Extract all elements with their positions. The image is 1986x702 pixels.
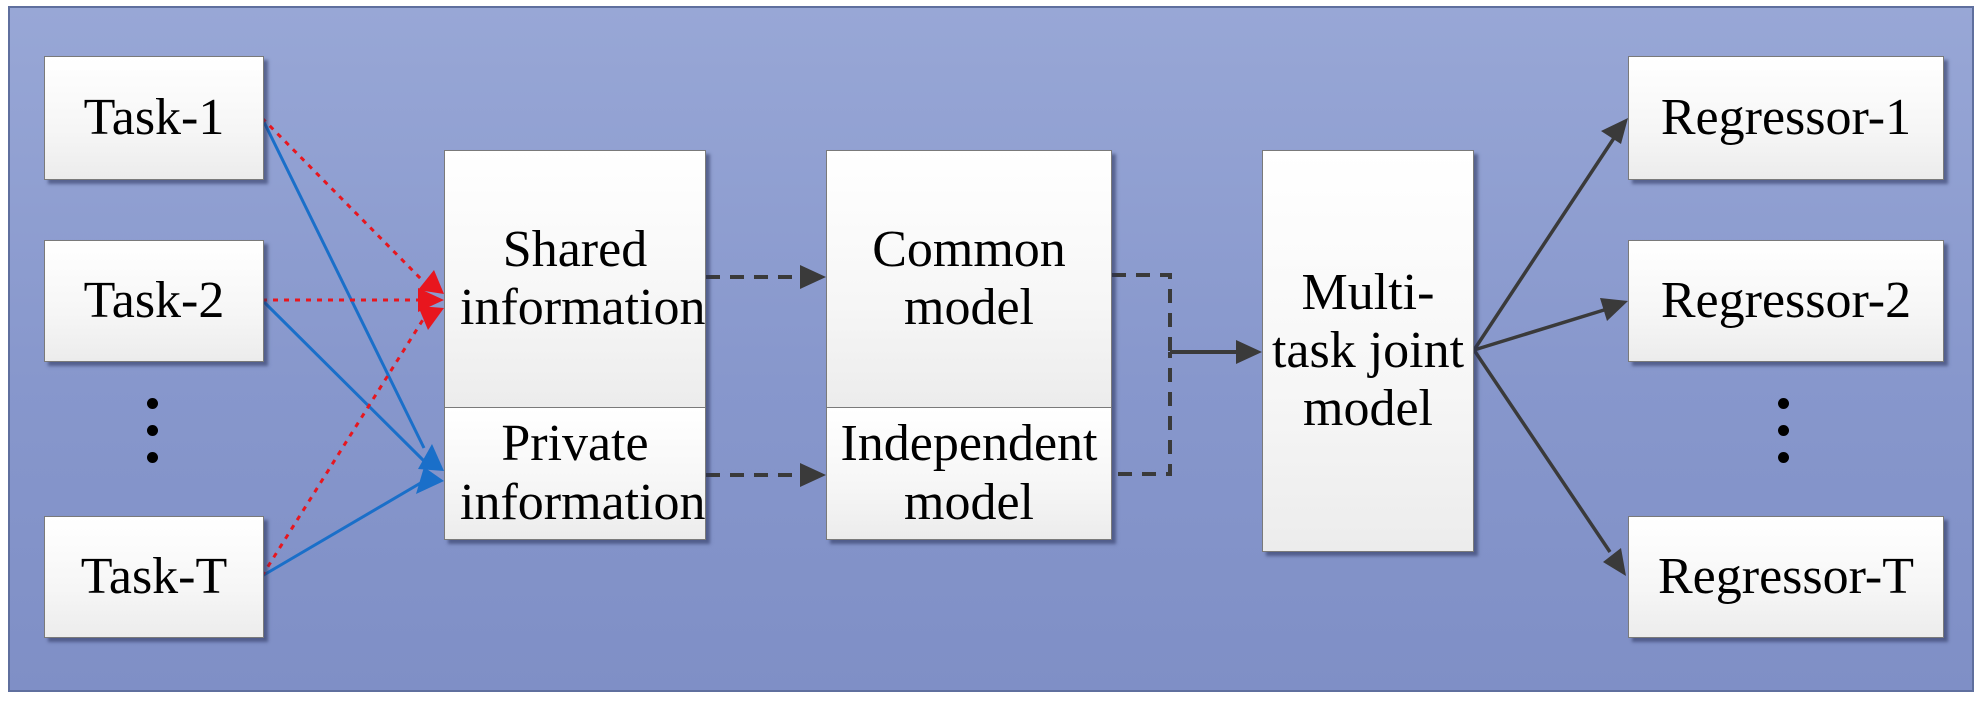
task-2-label: Task-2 [83, 271, 225, 329]
common-model-label: Common model [872, 220, 1066, 336]
independent-to-joint-link [1118, 352, 1172, 476]
joint-to-regressor1-link [1472, 137, 1616, 351]
independent-model-section: Independent model [827, 407, 1111, 539]
task-1-box: Task-1 [44, 56, 264, 180]
task1-shared-link [260, 116, 426, 284]
regressor-2-box: Regressor-2 [1628, 240, 1944, 362]
regressors-ellipsis [1776, 398, 1790, 463]
model-box: Common model Independent model [826, 150, 1112, 540]
regressor1-arrowhead [1601, 118, 1628, 144]
independent-arrowhead [800, 463, 826, 487]
task1-private-link [260, 117, 426, 449]
joint-arrowhead [1236, 340, 1262, 364]
task-1-label: Task-1 [83, 88, 225, 146]
joint-to-regressor2-link [1473, 308, 1605, 352]
regressor-1-label: Regressor-1 [1660, 88, 1912, 146]
private-information-section: Private information [445, 407, 706, 539]
taskT-shared-link [260, 317, 426, 577]
shared-arrowhead-2 [418, 288, 444, 312]
shared-arrowhead-1 [418, 270, 444, 294]
task-2-box: Task-2 [44, 240, 264, 362]
multi-task-joint-model-box: Multi-task joint model [1262, 150, 1474, 552]
independent-model-label: Independent model [840, 415, 1098, 531]
tasks-ellipsis [145, 398, 159, 463]
shared-arrowhead-3 [418, 306, 444, 330]
private-arrowhead-1 [418, 444, 444, 471]
regressorT-arrowhead [1603, 548, 1626, 576]
task2-private-link [260, 298, 426, 463]
regressor-2-label: Regressor-2 [1660, 271, 1912, 329]
joint-to-regressorT-link [1472, 349, 1612, 553]
shared-information-label: Shared information [460, 220, 706, 336]
information-box: Shared information Private information [444, 150, 706, 540]
common-to-joint-link [1112, 273, 1172, 352]
task-T-label: Task-T [80, 547, 228, 605]
common-arrowhead [800, 265, 826, 289]
shared-information-section: Shared information [445, 151, 706, 407]
private-arrowhead-2 [416, 467, 444, 494]
regressor-T-box: Regressor-T [1628, 516, 1944, 638]
regressor-T-label: Regressor-T [1658, 547, 1914, 605]
taskT-private-link [261, 479, 425, 578]
regressor-1-box: Regressor-1 [1628, 56, 1944, 180]
multi-task-joint-model-label: Multi-task joint model [1271, 263, 1465, 438]
common-model-section: Common model [827, 151, 1111, 407]
private-information-label: Private information [460, 415, 706, 531]
task-T-box: Task-T [44, 516, 264, 638]
regressor2-arrowhead [1600, 298, 1628, 321]
